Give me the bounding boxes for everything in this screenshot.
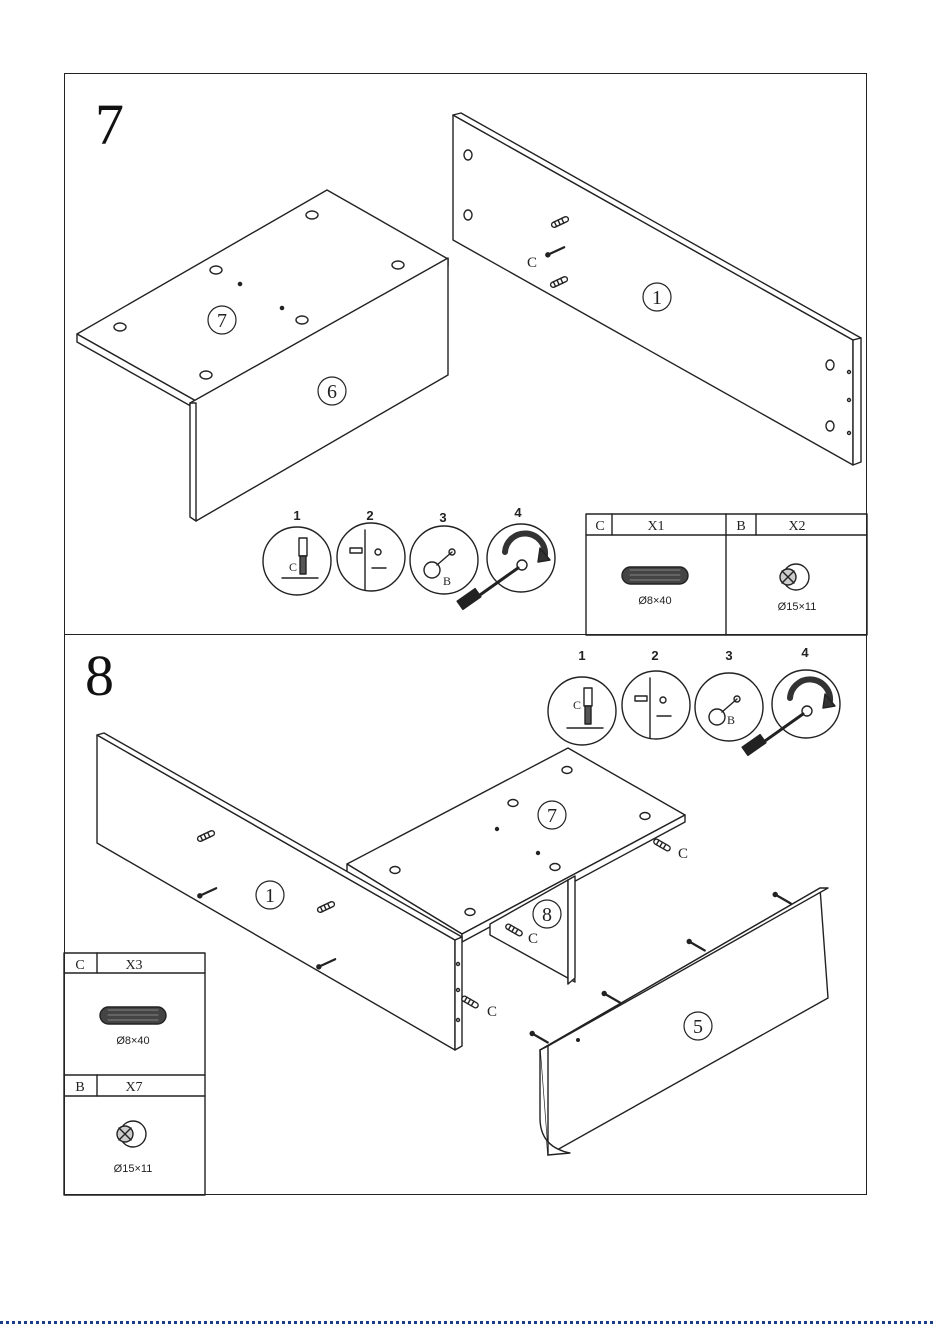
step-number: 7 xyxy=(95,96,124,154)
step-8-frame: 8 xyxy=(64,634,867,1195)
step-7-frame: 7 xyxy=(64,73,867,635)
step-number: 8 xyxy=(85,647,114,705)
